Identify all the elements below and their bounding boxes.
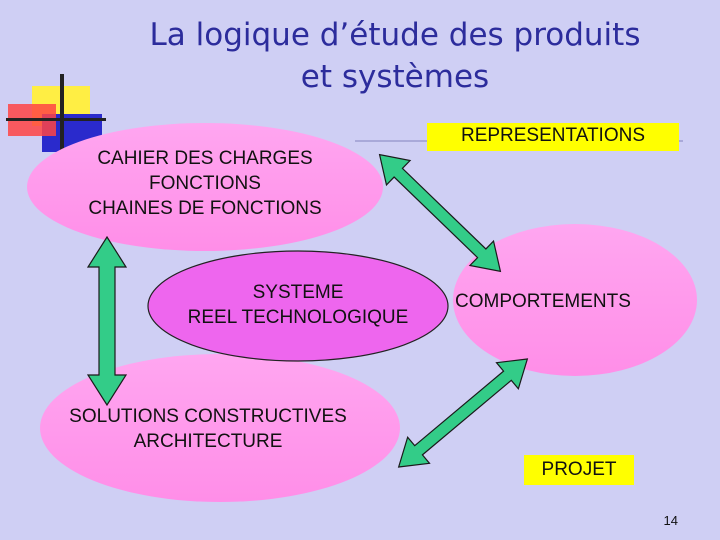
label-solutions: SOLUTIONS CONSTRUCTIVES ARCHITECTURE [28,404,388,454]
double-arrow-vertical [86,235,128,407]
label-cahier: CAHIER DES CHARGES FONCTIONS CHAINES DE … [40,146,370,221]
ellipse-cahier [27,123,383,251]
systeme-line-2: REEL TECHNOLOGIQUE [187,307,409,328]
label-systeme: SYSTEME REEL TECHNOLOGIQUE [148,280,448,330]
logo-decoration [6,74,106,158]
page-number: 14 [663,513,678,528]
comportements-text: COMPORTEMENTS [455,291,631,312]
cahier-line-2: FONCTIONS [149,173,261,194]
title-line-2: et systèmes [300,59,490,95]
page-title: La logique d’étude des produits et systè… [100,14,690,98]
solutions-line-2: ARCHITECTURE [133,431,283,452]
representations-label: REPRESENTATIONS [427,123,679,151]
solutions-line-1: SOLUTIONS CONSTRUCTIVES [69,406,347,427]
ellipse-comportements [453,224,697,376]
systeme-line-1: SYSTEME [252,282,344,303]
double-arrow-representations [378,153,502,273]
ellipse-systeme [147,250,449,362]
title-line-1: La logique d’étude des produits [149,17,641,53]
label-comportements: COMPORTEMENTS [455,289,695,314]
projet-label: PROJET [524,455,634,485]
double-arrow-projet [397,358,529,468]
cahier-line-1: CAHIER DES CHARGES [97,148,313,169]
ellipse-solutions [40,354,400,502]
cahier-line-3: CHAINES DE FONCTIONS [88,198,322,219]
